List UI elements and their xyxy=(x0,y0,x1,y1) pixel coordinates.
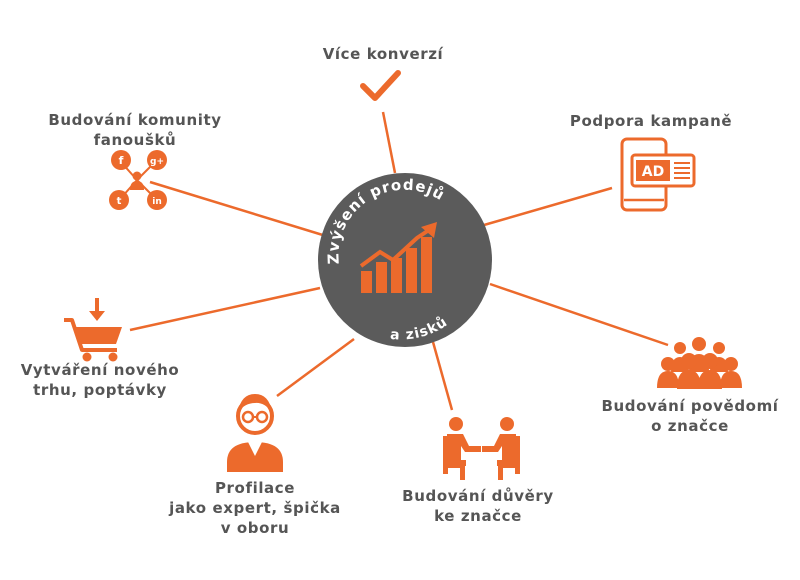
label-line: Budování komunity xyxy=(48,111,222,129)
connector-awareness xyxy=(489,282,669,347)
connector-lines xyxy=(129,111,669,411)
crowd-icon xyxy=(657,337,742,389)
label-line: Vytváření nového xyxy=(20,361,180,379)
twitter-icon xyxy=(109,190,129,210)
label-line: Budování důvěry xyxy=(402,487,554,505)
social-network-icon: f g+ t in xyxy=(109,150,167,210)
node-label-expert: Profilace jako expert, špička v oboru xyxy=(155,478,355,538)
ad-device-icon: AD xyxy=(620,137,696,212)
label-line: fanoušků xyxy=(93,131,177,149)
label-line: trhu, poptávky xyxy=(33,381,167,399)
shopping-cart-icon xyxy=(64,298,122,362)
label-line: v oboru xyxy=(220,519,290,537)
node-label-conversions: Více konverzí xyxy=(283,44,483,64)
label-line: Profilace xyxy=(214,479,296,497)
svg-text:AD: AD xyxy=(642,164,664,180)
node-label-market: Vytváření nového trhu, poptávky xyxy=(10,360,190,400)
label-line: ke značce xyxy=(434,507,522,525)
facebook-icon xyxy=(111,150,131,170)
social-label: f xyxy=(119,154,124,167)
meeting-people-icon xyxy=(443,417,520,480)
connector-market xyxy=(129,286,321,332)
label-line: jako expert, špička xyxy=(169,499,341,517)
connector-campaign xyxy=(483,186,613,227)
rising-bar-chart-icon xyxy=(359,222,437,293)
social-label: in xyxy=(152,197,162,207)
label-line: Budování povědomí xyxy=(601,397,779,415)
person-glasses-icon xyxy=(227,394,283,472)
connector-expert xyxy=(276,337,355,398)
node-label-campaign: Podpora kampaně xyxy=(556,111,746,131)
checkmark-icon xyxy=(360,70,401,101)
hub-circle xyxy=(318,173,492,347)
label-line: o značce xyxy=(651,417,729,435)
node-label-trust: Budování důvěry ke značce xyxy=(388,486,568,526)
social-label: t xyxy=(117,196,122,207)
connector-conversions xyxy=(381,111,397,174)
hub: Zvýšení prodejů a zisků xyxy=(318,173,492,347)
connector-trust xyxy=(431,341,454,411)
node-label-awareness: Budování povědomí o značce xyxy=(590,396,790,436)
social-label: g+ xyxy=(150,157,164,167)
linkedin-icon xyxy=(147,190,167,210)
google-plus-icon xyxy=(147,150,167,170)
label-line: Podpora kampaně xyxy=(569,112,733,130)
connector-community xyxy=(149,180,327,238)
node-label-community: Budování komunity fanoušků xyxy=(30,110,240,150)
label-line: Více konverzí xyxy=(322,45,444,63)
